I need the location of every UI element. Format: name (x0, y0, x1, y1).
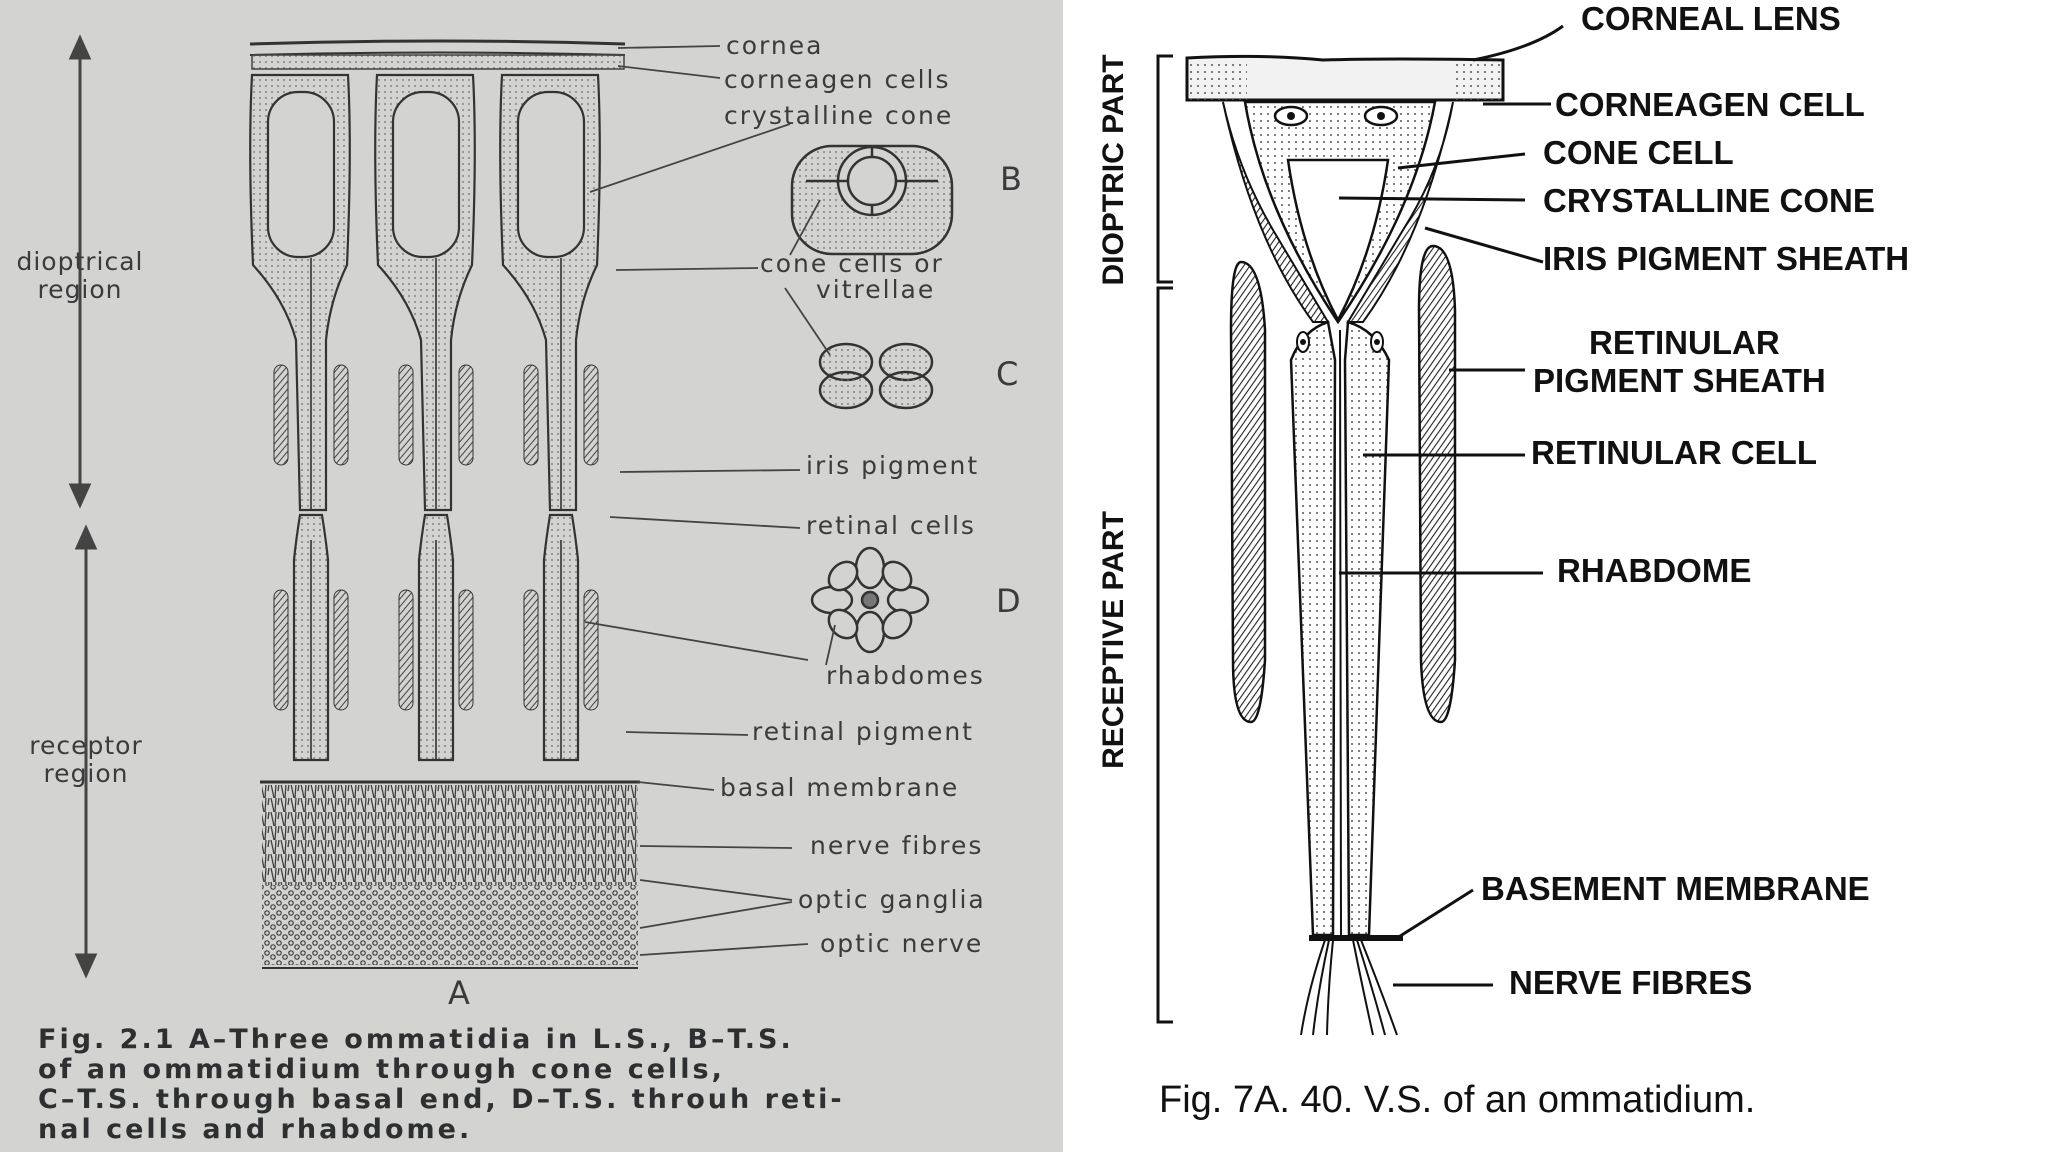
label-nerve-fibres: nerve fibres (810, 831, 983, 860)
ommatidium-2 (374, 73, 476, 762)
rhabdome-line (1339, 329, 1342, 936)
dioptrical-region-label-2: region (37, 275, 122, 304)
letter-a: A (448, 974, 472, 1012)
label-basal-membrane: basal membrane (720, 773, 959, 802)
label-retinular-1: RETINULAR (1589, 324, 1780, 361)
left-figure-panel: dioptrical region receptor region (0, 0, 1063, 1152)
receptive-part-bracket (1156, 286, 1173, 1024)
right-caption: Fig. 7A. 40. V.S. of an ommatidium. (1159, 1079, 1755, 1121)
left-caption-line-4: nal cells and rhabdome. (38, 1114, 472, 1145)
label-cone-cells-1: cone cells or (760, 249, 944, 278)
iris-sheath-left (1222, 101, 1330, 323)
label-rhabdomes: rhabdomes (826, 661, 985, 690)
label-retinal-cells: retinal cells (806, 511, 976, 540)
nerve-fibres-bundle (1300, 939, 1398, 1036)
letter-c: C (996, 355, 1020, 393)
label-retinular-2: PIGMENT SHEATH (1533, 362, 1826, 399)
label-retinal-pigment: retinal pigment (752, 717, 974, 746)
label-crystalline-cone: CRYSTALLINE CONE (1543, 182, 1875, 219)
right-ommatidium-diagram: DIOPTRIC PART RECEPTIVE PART (1097, 0, 1909, 1121)
label-crystalline-cone: crystalline cone (724, 101, 953, 130)
label-retinular-cell: RETINULAR CELL (1531, 434, 1817, 471)
cross-section-b (790, 144, 954, 256)
label-optic-nerve: optic nerve (820, 929, 983, 958)
cornea-layer (249, 39, 626, 70)
dioptric-part-bracket (1156, 54, 1173, 284)
left-leader-lines (584, 45, 836, 956)
dioptric-part-label: DIOPTRIC PART (1097, 54, 1130, 285)
crystalline-cone-shape (1286, 158, 1390, 323)
label-corneagen-cell: CORNEAGEN CELL (1555, 86, 1865, 123)
label-iris-pigment: iris pigment (806, 451, 979, 480)
receptive-part-label: RECEPTIVE PART (1097, 511, 1130, 769)
left-ommatidia-diagram: dioptrical region receptor region (16, 31, 1024, 1145)
left-caption-line-2: of an ommatidium through cone cells, (38, 1054, 725, 1085)
letter-d: D (996, 582, 1023, 620)
dioptrical-region-arrow (68, 34, 92, 509)
label-iris-pigment-sheath: IRIS PIGMENT SHEATH (1543, 240, 1909, 277)
left-caption-line-3: C–T.S. through basal end, D–T.S. throuh … (38, 1084, 845, 1115)
iris-sheath-right (1346, 101, 1454, 323)
label-cornea: cornea (726, 31, 823, 60)
dioptrical-region-label-1: dioptrical (16, 247, 143, 276)
receptor-region-label-2: region (43, 759, 128, 788)
optic-ganglia-layer (262, 885, 638, 965)
cross-section-c (818, 342, 934, 410)
label-cone-cell: CONE CELL (1543, 134, 1734, 171)
receptor-region-label-1: receptor (29, 731, 142, 760)
ommatidium-1 (249, 73, 351, 762)
ommatidium-3 (499, 73, 601, 762)
label-nerve-fibres: NERVE FIBRES (1509, 964, 1752, 1001)
label-corneal-lens: CORNEAL LENS (1581, 0, 1841, 37)
cross-section-d (810, 546, 930, 654)
label-corneagen-cells: corneagen cells (724, 65, 951, 94)
retinular-sheath-left (1229, 260, 1267, 724)
label-rhabdome: RHABDOME (1557, 552, 1751, 589)
retinular-sheath-right (1417, 244, 1457, 724)
retinular-cell-right (1343, 320, 1391, 937)
receptor-region-arrow (74, 524, 98, 979)
right-leader-lines (1338, 24, 1564, 987)
label-basement-membrane: BASEMENT MEMBRANE (1481, 870, 1870, 907)
letter-b: B (1000, 160, 1024, 198)
label-cone-cells-2: vitrellae (816, 275, 935, 304)
nerve-fibres-layer (262, 785, 638, 885)
retinular-cell-left (1289, 320, 1337, 937)
right-figure-panel: DIOPTRIC PART RECEPTIVE PART (1063, 0, 2048, 1152)
label-optic-ganglia: optic ganglia (798, 885, 986, 914)
left-caption-line-1: Fig. 2.1 A–Three ommatidia in L.S., B–T.… (38, 1024, 794, 1055)
